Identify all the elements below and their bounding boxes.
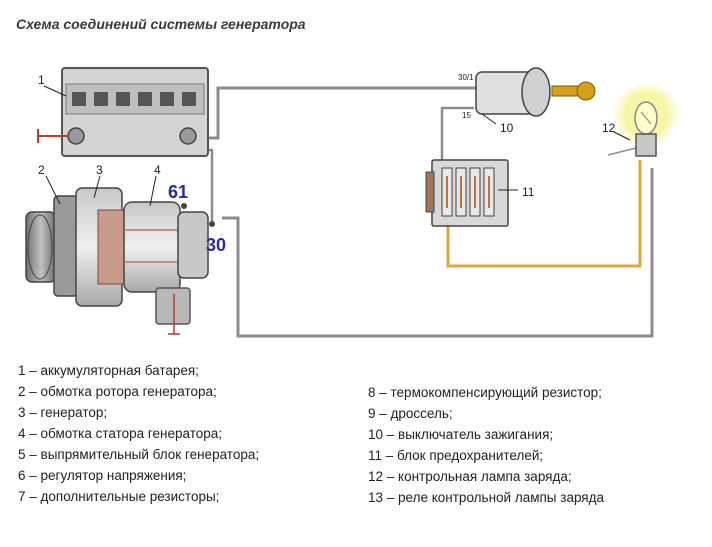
legend-item: 10 – выключатель зажигания; [368,427,554,442]
legend-item: 9 – дроссель; [368,406,453,421]
legend-item: 4 – обмотка статора генератора; [18,426,223,441]
callout-generator: 3 [96,163,103,177]
callout-switch-30-1: 30/1 [458,73,474,82]
wires [202,86,654,338]
battery-positive-terminal [179,127,197,145]
legend-item: 3 – генератор; [18,405,108,420]
generator-mount [155,287,191,325]
ignition-switch [475,67,596,117]
wire-fuse-to-lamp [446,160,642,268]
callout-labels: 1 2 3 4 61 30 30/1 15 10 11 12 [38,73,616,255]
wire-lamp-to-generator [222,168,654,338]
legend-item: 8 – термокомпенсирующий резистор; [368,385,602,400]
callout-switch: 10 [500,121,514,135]
callout-fuse-block: 11 [522,185,535,199]
legend-item: 1 – аккумуляторная батарея; [18,363,199,378]
generator-terminal-61 [181,203,187,209]
diagram-title: Схема соединений системы генератора [16,16,306,32]
wire-lamp-feed [607,147,637,156]
battery-cell-caps [72,92,196,106]
wire-switch-to-fuse [440,106,474,166]
generator-terminal-30 [209,221,215,227]
wire-generator-to-battery [202,148,214,222]
leader-lines [43,85,631,207]
legend-left: 1 – аккумуляторная батарея; 2 – обмотка … [18,360,259,507]
generator-stator-winding [123,201,181,293]
fuse-block [425,159,509,227]
callout-terminal-61: 61 [168,182,188,202]
legend-item: 5 – выпрямительный блок генератора; [18,447,260,462]
lamp-base [635,133,657,157]
battery-negative-terminal [67,127,85,145]
callout-stator: 4 [154,163,161,177]
legend-item: 6 – регулятор напряжения; [18,468,187,483]
battery [37,67,209,157]
callout-battery: 1 [38,73,45,87]
wire-battery-to-switch [202,86,478,140]
legend-right: 8 – термокомпенсирующий резистор; 9 – др… [368,382,604,508]
fuse-elements [441,167,495,217]
callout-terminal-30: 30 [206,235,226,255]
charge-lamp [612,84,680,157]
legend-item: 2 – обмотка ротора генератора; [18,384,217,399]
ignition-key [551,85,579,97]
legend-item: 12 – контрольная лампа заряда; [368,469,572,484]
callout-switch-15: 15 [462,111,471,120]
legend-item: 11 – блок предохранителей; [368,448,544,463]
generator-rotor-winding [97,209,127,285]
legend-item: 7 – дополнительные резисторы; [18,489,220,504]
callout-lamp: 12 [602,121,616,135]
callout-rotor: 2 [38,163,45,177]
legend-item: 13 – реле контрольной лампы заряда [368,490,604,505]
generator [25,187,215,335]
